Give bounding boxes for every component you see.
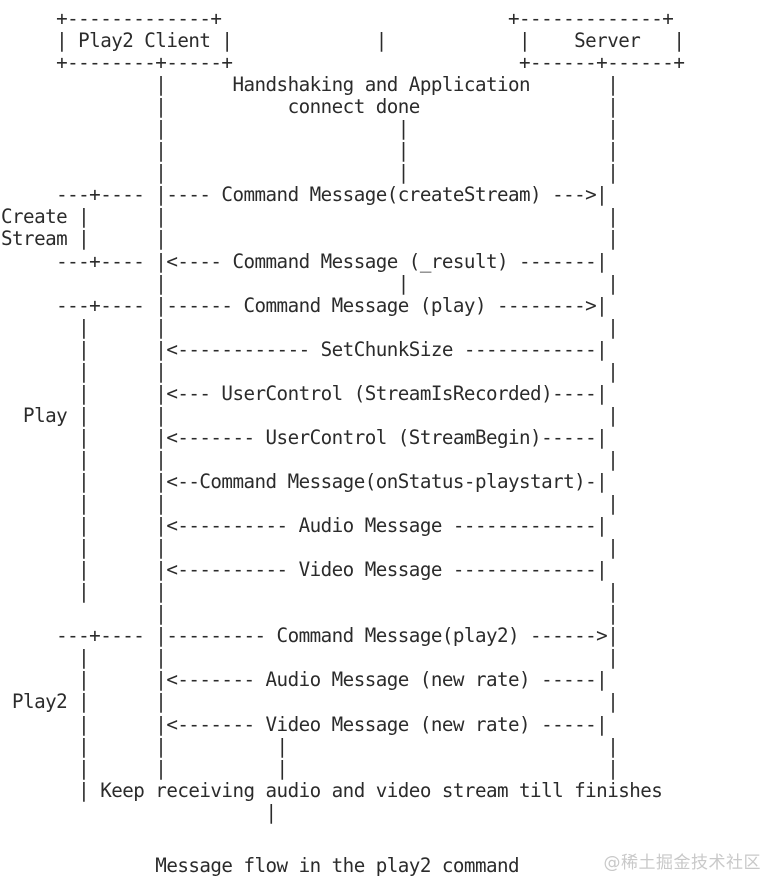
diagram-caption: Message flow in the play2 command — [1, 854, 520, 877]
site-watermark: @稀土掘金技术社区 — [603, 853, 761, 873]
sequence-diagram-body: +-------------+ +-------------+ | Play2 … — [1, 7, 685, 824]
